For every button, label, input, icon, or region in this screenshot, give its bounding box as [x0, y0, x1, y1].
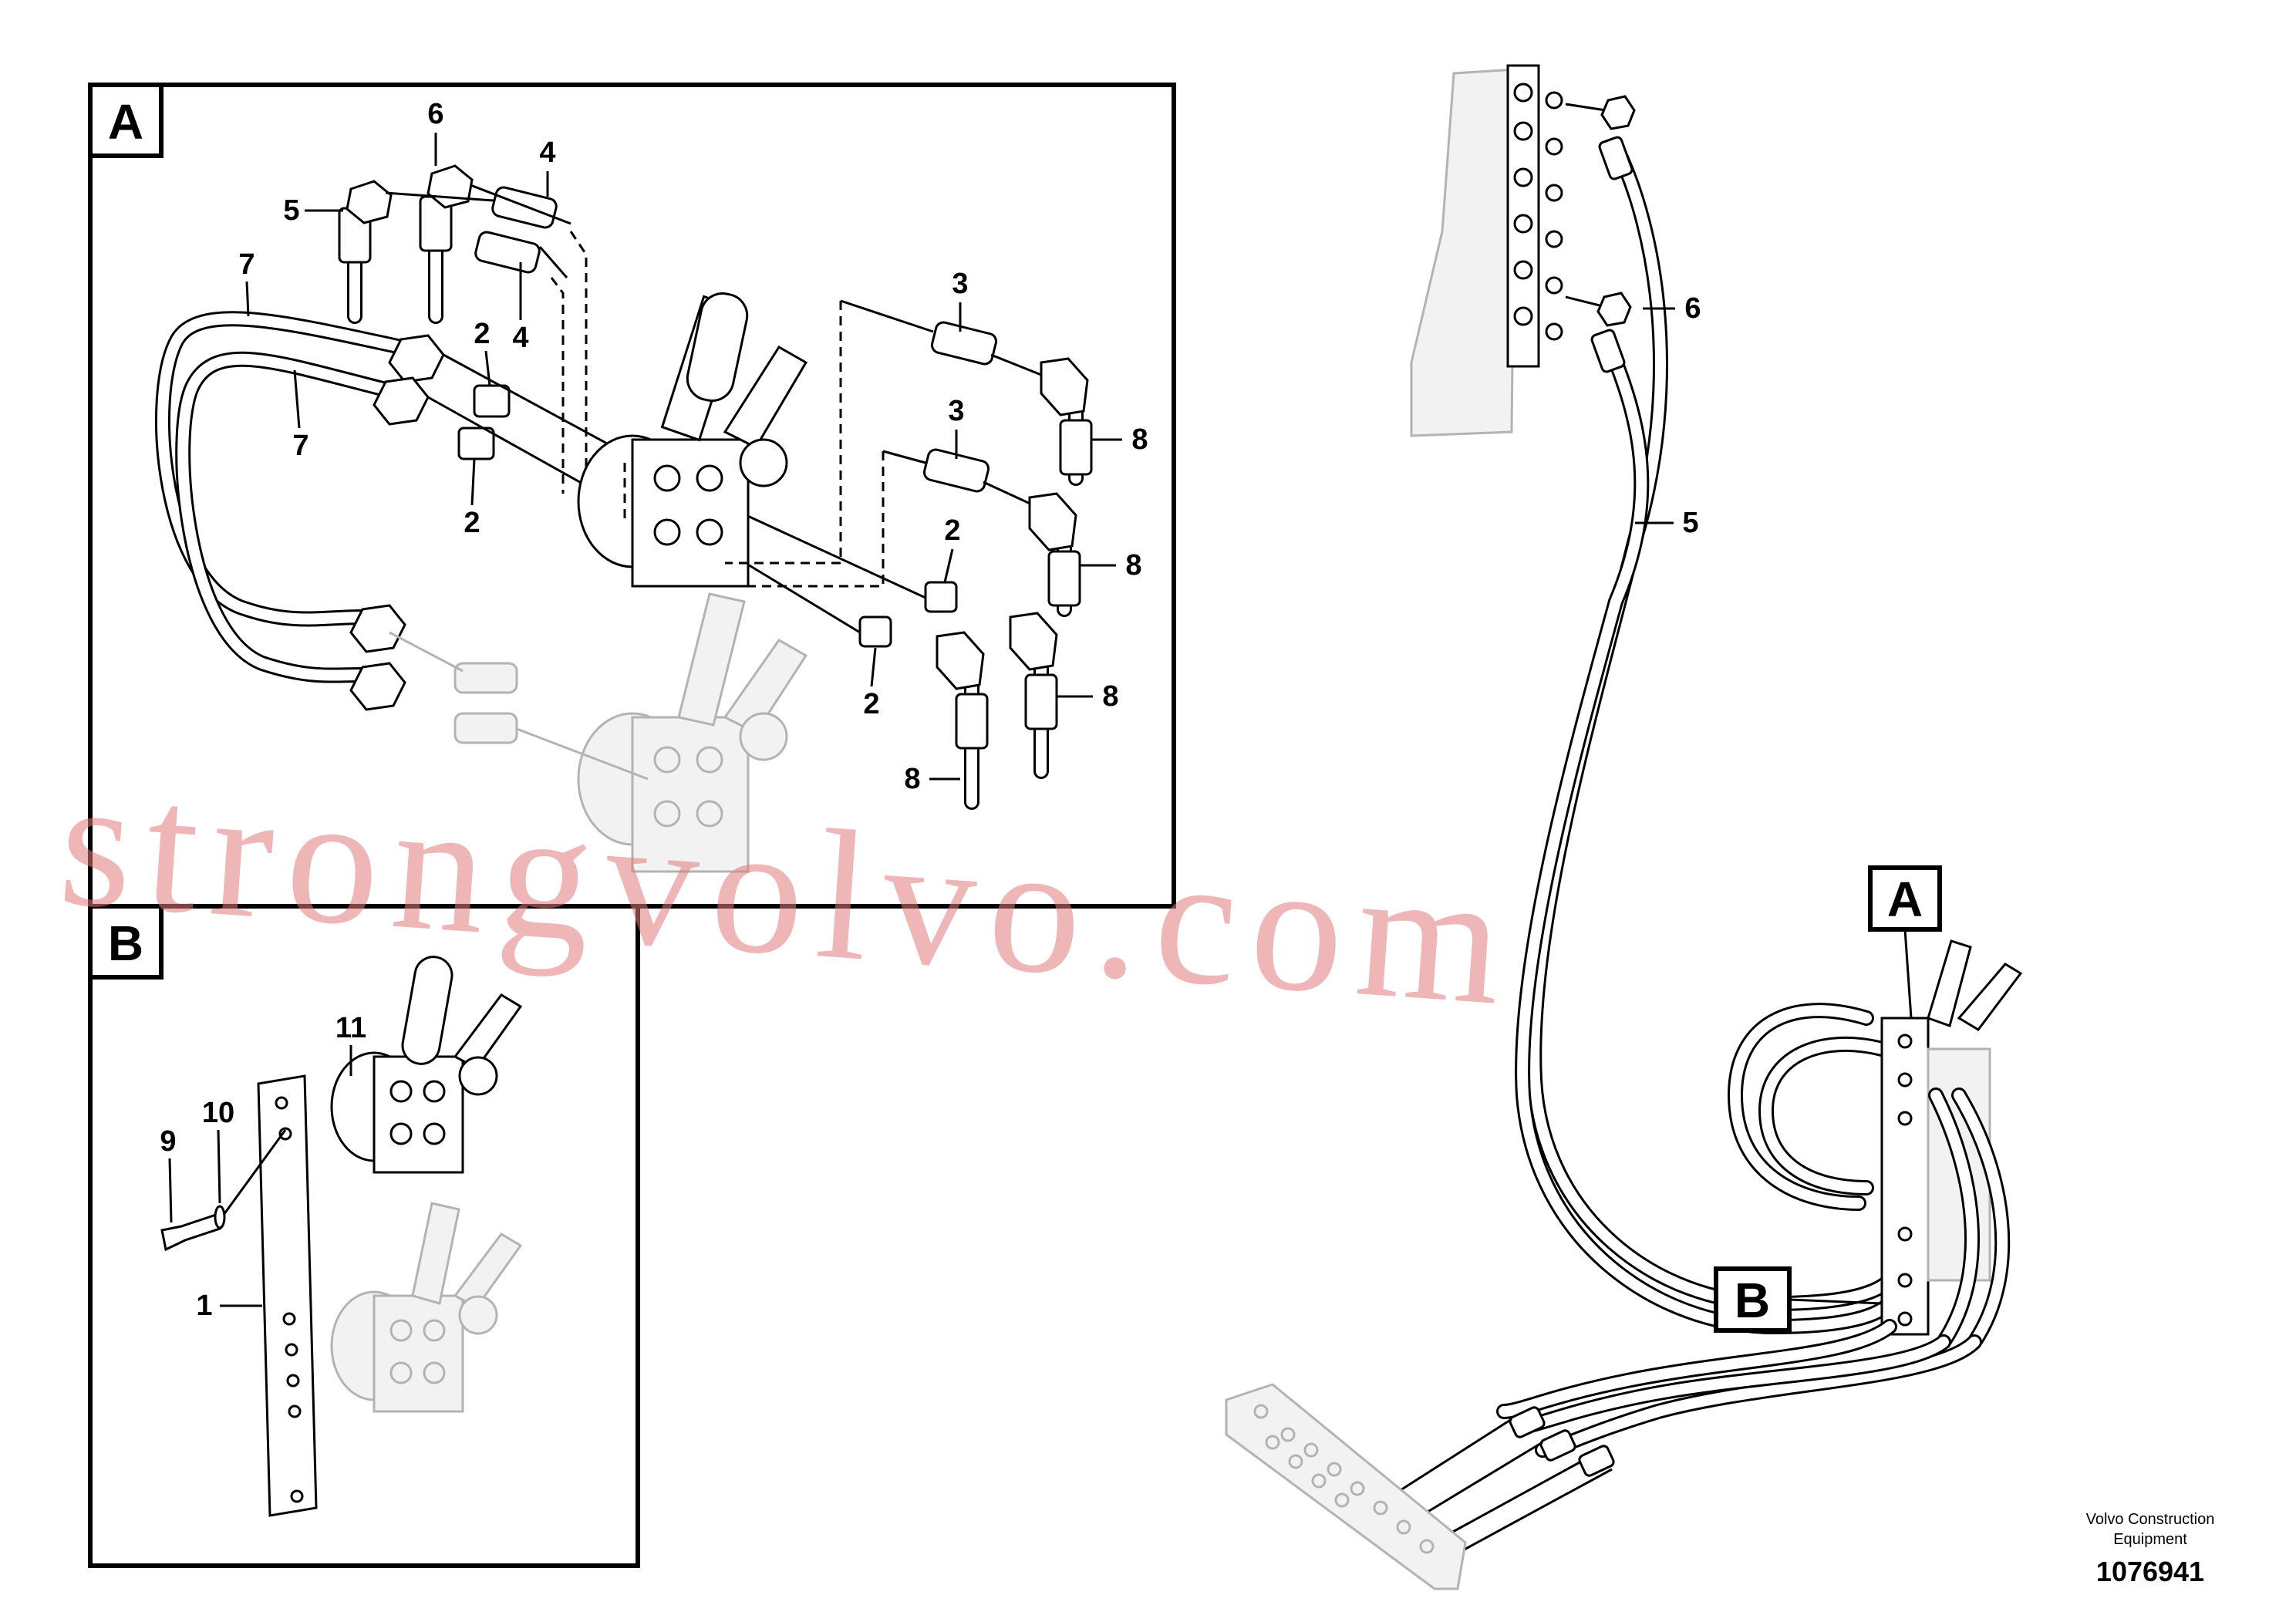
callout-6-main: 6 — [1684, 292, 1701, 325]
hoses-5-6 — [1515, 136, 1897, 1335]
brand-line-1: Volvo Construction — [2086, 1511, 2215, 1528]
top-fitting-block — [1506, 64, 1636, 368]
brand-line-2: Equipment — [2113, 1531, 2187, 1548]
callout-2-a: 2 — [474, 318, 490, 350]
nipples-2 — [427, 353, 958, 648]
hose-ends-8 — [936, 357, 1093, 810]
mounting-plate — [257, 1074, 318, 1517]
top-bracket — [1410, 68, 1517, 437]
valve-b-lower-ghost — [330, 1202, 523, 1413]
view-b-tag: B — [108, 916, 143, 971]
callout-2-d: 2 — [863, 688, 879, 720]
callout-5: 5 — [283, 194, 299, 227]
view-b-detail: B — [88, 904, 640, 1568]
pilot-valve-lower-ghost — [389, 592, 808, 873]
adapters-4 — [385, 184, 588, 494]
callout-2-b: 2 — [464, 507, 480, 539]
hoses-7 — [155, 311, 445, 711]
callout-10: 10 — [202, 1097, 234, 1129]
callouts-main: 6 5 — [1635, 292, 1701, 539]
valve-b-upper — [330, 956, 523, 1174]
hoses-to-bulkhead — [1372, 1319, 1982, 1567]
bottom-bulkhead-plate — [1225, 1383, 1467, 1590]
callout-1: 1 — [196, 1290, 212, 1322]
callout-3-lower: 3 — [948, 395, 964, 427]
callout-8-b: 8 — [1125, 549, 1141, 582]
view-a-tag-box — [88, 83, 164, 158]
callout-8-d: 8 — [904, 763, 920, 795]
main-assembly: A B — [1225, 64, 2023, 1590]
watermark: strongvolvo.com — [54, 738, 1522, 1044]
callout-5-main: 5 — [1682, 507, 1698, 539]
callouts-view-b: 11 10 9 1 — [160, 1012, 366, 1322]
callout-11: 11 — [335, 1012, 366, 1044]
callout-4-upper: 4 — [539, 137, 555, 169]
callout-3-upper: 3 — [952, 268, 968, 300]
pilot-valve-upper — [577, 292, 808, 588]
callouts-view-a: 6 4 5 4 7 7 2 2 3 3 2 2 8 8 8 8 — [238, 98, 1148, 795]
callout-7-lower: 7 — [292, 430, 308, 462]
callout-7-upper: 7 — [238, 248, 255, 281]
callout-2-c: 2 — [944, 514, 960, 547]
adapters-3 — [725, 299, 1050, 588]
main-view-b-tag: B — [1735, 1273, 1770, 1328]
view-a-tag: A — [108, 94, 143, 150]
lower-control-assembly — [1727, 939, 2023, 1350]
view-b-tag-box — [88, 904, 164, 980]
view-b-frame — [88, 904, 640, 1568]
footer: Volvo Construction Equipment 1076941 — [2086, 1511, 2215, 1587]
callout-8-a: 8 — [1131, 423, 1148, 456]
hose-ends-top — [338, 164, 474, 324]
callout-8-c: 8 — [1102, 680, 1118, 713]
view-a-detail: A — [88, 83, 1176, 909]
document-number: 1076941 — [2096, 1556, 2204, 1587]
main-view-a-tag: A — [1887, 872, 1923, 927]
callout-6: 6 — [427, 98, 443, 130]
callout-4-lower: 4 — [512, 322, 528, 354]
screw-and-washer — [160, 1129, 287, 1252]
callout-9: 9 — [160, 1125, 176, 1158]
